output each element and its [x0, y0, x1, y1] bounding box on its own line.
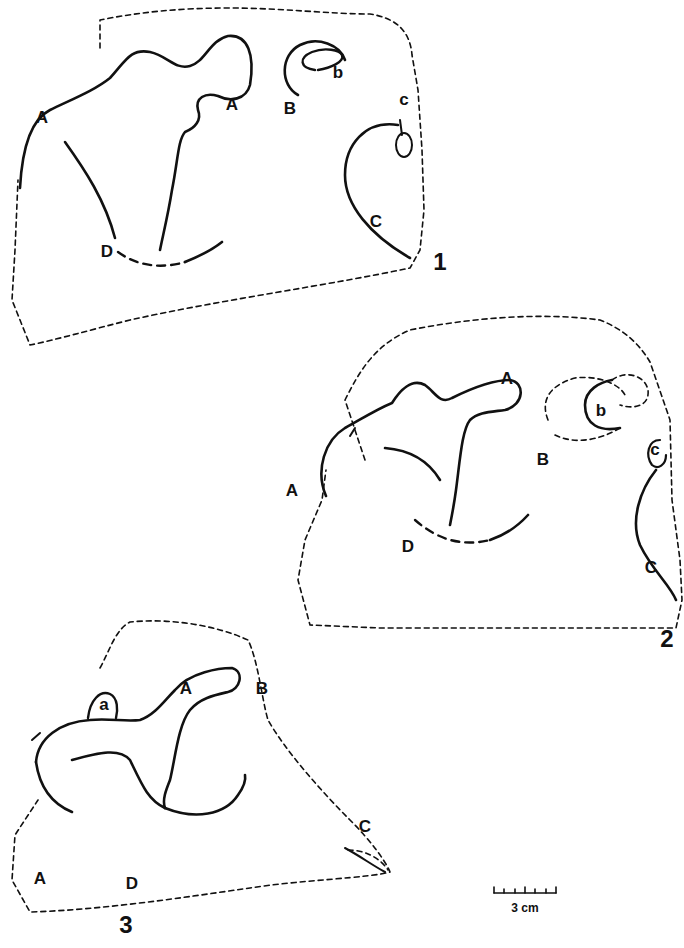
socket-B — [545, 377, 625, 440]
fragment-outline — [12, 621, 390, 912]
fragment-edge — [490, 515, 528, 540]
socket-c — [648, 440, 666, 467]
part-label: A — [34, 870, 46, 887]
socket-b — [585, 380, 620, 429]
part-label: A — [286, 482, 298, 499]
fragment-edge — [185, 242, 222, 262]
figure-number: 1 — [433, 250, 446, 274]
socket-b — [612, 375, 648, 407]
part-label: c — [650, 441, 659, 458]
socket-C — [636, 470, 676, 600]
part-label: D — [402, 538, 414, 555]
socket-a — [88, 693, 117, 718]
part-label: C — [359, 818, 371, 835]
fragment-edge — [72, 752, 165, 808]
fragment-edge — [415, 520, 490, 543]
fragment-outline — [12, 8, 424, 345]
part-label: C — [645, 559, 657, 576]
part-label: a — [99, 696, 108, 713]
part-label: B — [284, 100, 296, 117]
part-label: b — [333, 64, 343, 81]
fragment-edge — [385, 448, 440, 480]
part-label: C — [370, 213, 382, 230]
socket-b — [285, 41, 345, 95]
part-label: b — [596, 402, 606, 419]
part-label: B — [256, 680, 268, 697]
fragment-edge — [65, 142, 115, 238]
socket-C — [345, 124, 410, 258]
part-label: c — [399, 91, 408, 108]
figure-number: 2 — [660, 627, 673, 651]
part-label: A — [501, 370, 513, 387]
scale-label: 3 cm — [511, 902, 538, 914]
socket-c — [400, 120, 402, 135]
socket-C — [345, 848, 385, 872]
part-label: A — [36, 109, 48, 126]
socket-c — [396, 133, 412, 157]
fragment-outline — [298, 316, 682, 628]
part-label: D — [101, 243, 113, 260]
fragment-edge — [321, 380, 520, 525]
part-label: B — [537, 451, 549, 468]
part-label: A — [180, 680, 192, 697]
fragment-edge — [350, 428, 355, 436]
fragment-edge — [36, 668, 240, 808]
scale-bar — [494, 887, 556, 893]
fragment-edge — [20, 36, 252, 250]
fragment-edge — [32, 733, 40, 740]
fragment-edge — [36, 762, 72, 812]
fragment-edge — [118, 252, 185, 266]
part-label: D — [126, 875, 138, 892]
part-label: A — [226, 96, 238, 113]
fragment-edge — [165, 775, 245, 814]
figure-number: 3 — [119, 913, 132, 937]
